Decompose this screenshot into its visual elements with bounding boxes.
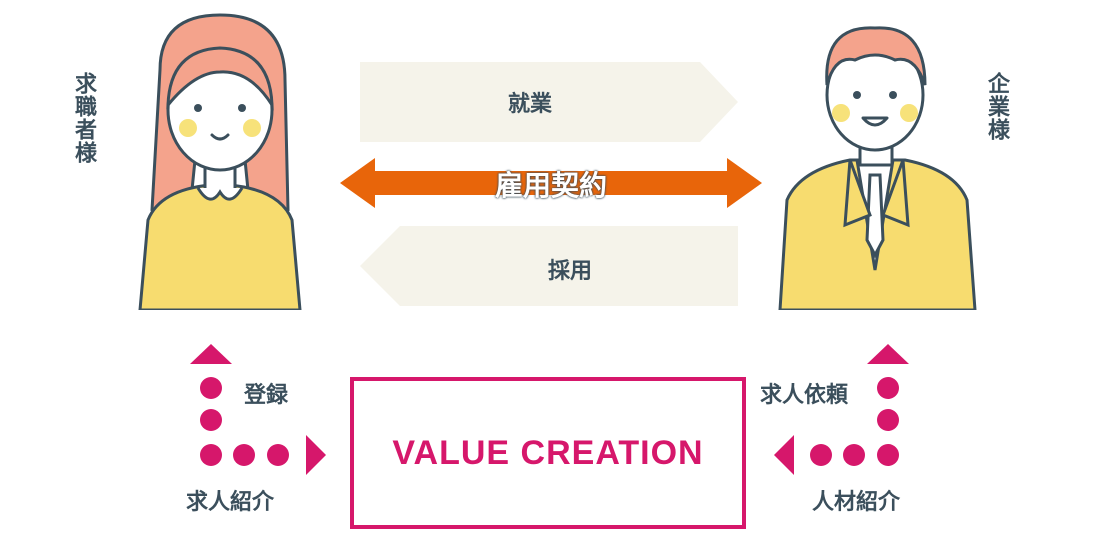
left-dot [200, 444, 222, 466]
left-right-triangle [306, 435, 326, 475]
right-flow-dots [770, 340, 920, 480]
talent-introduction-label: 人材紹介 [812, 484, 900, 516]
left-dot [200, 377, 222, 399]
right-dot [877, 377, 899, 399]
right-dot [843, 444, 865, 466]
job-introduction-label: 求人紹介 [186, 484, 274, 516]
company-label: 企業様 [985, 72, 1007, 141]
hiring-label: 採用 [400, 253, 740, 285]
right-left-triangle [774, 435, 794, 475]
left-dot [233, 444, 255, 466]
job-request-label: 求人依頼 [760, 377, 848, 409]
right-dot [877, 444, 899, 466]
left-dot [267, 444, 289, 466]
job-seeker-label: 求職者様 [72, 72, 94, 164]
right-dot [877, 409, 899, 431]
registration-label: 登録 [244, 377, 288, 409]
value-creation-title: VALUE CREATION [354, 381, 742, 525]
left-dot [200, 409, 222, 431]
right-up-triangle [867, 344, 909, 364]
value-creation-box: VALUE CREATION [350, 377, 746, 529]
right-dot [810, 444, 832, 466]
job-seeker-illustration [120, 10, 320, 310]
employment-label: 就業 [360, 86, 700, 118]
left-flow-dots [180, 340, 330, 480]
company-illustration [775, 10, 980, 310]
employment-contract-label: 雇用契約 [340, 164, 762, 204]
left-up-triangle [190, 344, 232, 364]
